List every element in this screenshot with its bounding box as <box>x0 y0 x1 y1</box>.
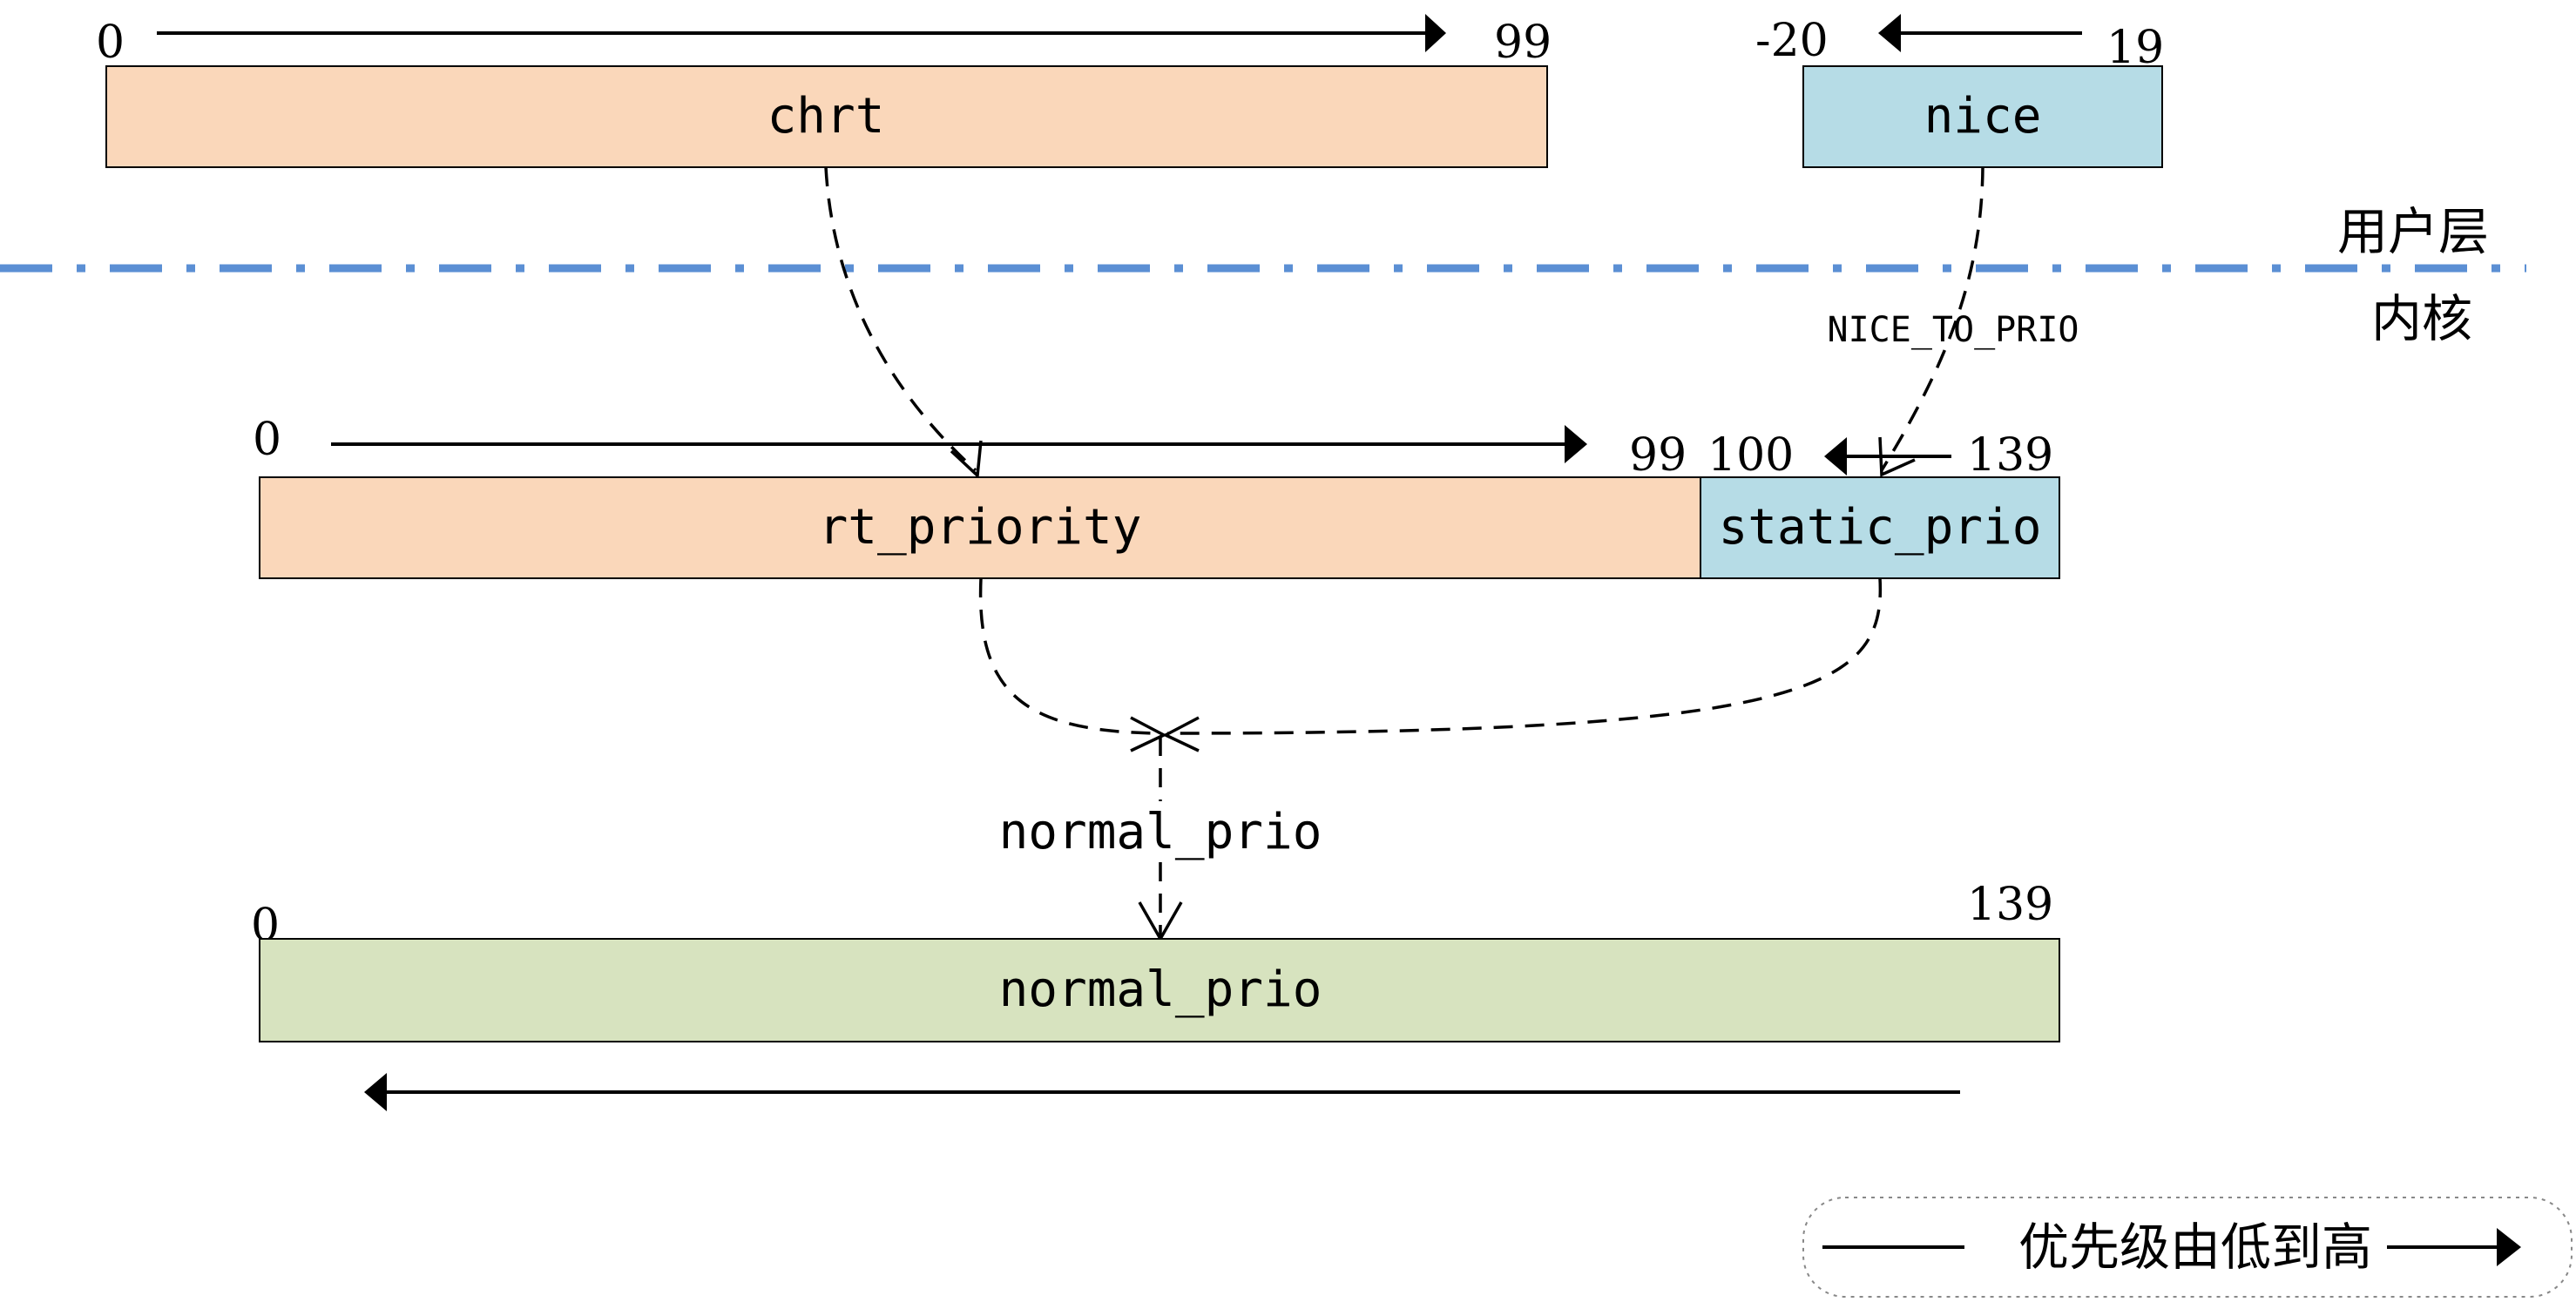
normal-prio-group: 0 139 normal_prio <box>251 879 2060 1111</box>
chrt-to-rt-arrowhead-icon <box>950 440 983 479</box>
nice-label: nice <box>1924 88 2042 145</box>
nice-range-low: -20 <box>1755 15 1829 67</box>
static-range-end: 139 <box>1967 429 2053 482</box>
normal-prio-box <box>259 938 2060 1042</box>
merge-right-arrowhead-icon <box>1162 716 1200 752</box>
normal-range-end: 139 <box>1967 879 2053 931</box>
kernel-layer-label: 内核 <box>2371 289 2472 348</box>
chrt-range-start: 0 <box>96 17 125 69</box>
normal-prio-label: normal_prio <box>999 961 1322 1018</box>
chrt-label: chrt <box>767 88 885 145</box>
chrt-to-rt-arrow <box>824 166 977 472</box>
chrt-group: 0 99 chrt <box>96 14 1552 168</box>
nice-group: -20 19 nice <box>1755 14 2164 168</box>
legend-frame <box>1802 1197 2573 1298</box>
rt-arrowhead-icon <box>1565 425 1587 463</box>
static-prio-label: static_prio <box>1719 499 2042 556</box>
chrt-range-end: 99 <box>1494 17 1552 69</box>
chrt-arrowhead-icon <box>1425 14 1446 52</box>
normal-prio-label-bg <box>993 801 1329 862</box>
user-layer-label: 用户层 <box>2337 202 2489 261</box>
nice-to-static-arrow <box>1880 166 1984 471</box>
nice-arrowhead-icon <box>1878 14 1901 52</box>
rt-priority-label: rt_priority <box>819 499 1142 556</box>
normal-arrowhead-icon <box>364 1073 387 1111</box>
static-prio-box <box>1700 476 2060 579</box>
rt-range-start: 0 <box>253 414 281 466</box>
priority-legend: 优先级由低到高 <box>1802 1197 2573 1298</box>
kernel-prio-group: 0 99 100 139 rt_priority static_prio <box>253 414 2060 579</box>
static-range-start: 100 <box>1707 429 1794 482</box>
nice-to-prio-label: NICE_TO_PRIO <box>1828 310 2079 350</box>
rt-merge-curve <box>978 577 1160 735</box>
legend-text: 优先级由低到高 <box>2018 1218 2372 1277</box>
static-merge-curve <box>1166 577 1883 735</box>
nice-to-static-arrowhead-icon <box>1878 436 1916 477</box>
rt-range-end: 99 <box>1629 429 1687 482</box>
static-arrowhead-icon <box>1824 437 1847 476</box>
normal-prio-conversion-label: normal_prio <box>999 804 1322 860</box>
legend-arrowhead-icon <box>2497 1228 2521 1266</box>
